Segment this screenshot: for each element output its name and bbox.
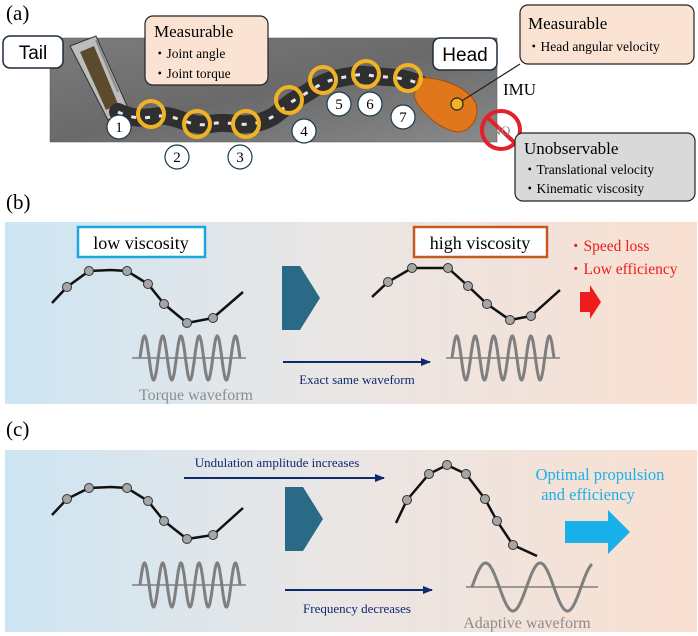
high-viscosity-box [412,225,549,259]
snake-left-c [51,483,244,544]
effect-speed-loss: ・Speed loss [568,238,649,255]
low-viscosity-label: low viscosity [93,233,189,253]
photo-frame [49,37,498,143]
snake-right-c [394,460,538,558]
unobservable-title: Unobservable [524,139,618,158]
adaptive-caption: Adaptive waveform [463,615,591,632]
joint-label-6: 6 [366,97,374,113]
panel-c-label: (c) [6,417,29,441]
measurable-left-item-2: ・Joint torque [153,66,231,81]
high-viscosity-label: high viscosity [430,233,531,253]
red-arrow-icon [580,285,601,319]
joint-ring-2 [182,109,212,139]
joint-labels: 1 2 3 4 5 6 7 [106,91,416,170]
imu-dot [450,97,464,111]
amplitude-caption: Undulation amplitude increases [195,455,360,470]
transition-arrow-b [282,266,320,330]
joint-label-5: 5 [335,97,343,113]
torque-wave-left-c [138,561,242,609]
joint-ring-1 [136,99,166,129]
adaptive-wave [470,561,593,613]
same-waveform-caption: Exact same waveform [299,372,415,387]
head-label: Head [442,45,487,66]
joint-label-3: 3 [236,150,244,166]
joint-label-1: 1 [115,120,123,136]
robot-head [413,77,478,133]
frequency-caption: Frequency decreases [303,601,411,616]
joint-label-2: 2 [173,150,181,166]
panel-a-label: (a) [6,1,29,25]
joint-label-4: 4 [300,124,308,140]
transition-arrow-c [285,487,323,551]
unobservable-box [514,132,696,202]
head-label-box [432,37,498,71]
tail-label-box [2,35,64,69]
tail-label: Tail [19,43,48,64]
snake-left-b [51,266,244,328]
joint-markers [136,59,423,139]
no-sign-icon: NO [480,109,522,151]
measurable-left-title: Measurable [154,22,233,41]
joint-ring-6 [351,59,381,89]
torque-caption: Torque waveform [139,387,254,404]
joint-ring-4 [274,85,304,115]
panel-a: (a) 1 [2,1,696,202]
outcome-line-1: Optimal propulsion [536,465,665,484]
joint-ring-5 [308,65,338,95]
measurable-left-item-1: ・Joint angle [153,46,225,61]
panel-b: (b) low viscosity high viscosity [5,190,697,404]
effect-low-efficiency: ・Low efficiency [568,261,678,278]
cyan-arrow-icon [565,510,630,554]
imu-label: IMU [503,80,536,99]
torque-wave-left [138,334,242,382]
joint-ring-7 [393,63,423,93]
no-label: NO [492,123,511,138]
unobservable-item-2: ・Kinematic viscosity [523,181,644,196]
unobservable-item-1: ・Translational velocity [523,162,654,177]
torque-wave-right [450,334,556,382]
measurable-right-item-1: ・Head angular velocity [527,39,660,54]
imu-leader-line [456,63,521,105]
panel-c: (c) Undulation amplitude incre [5,417,697,632]
tail-module [69,35,129,121]
joint-ring-3 [231,109,261,139]
panel-b-label: (b) [6,190,31,214]
measurable-right-box [519,4,695,65]
joint-label-7: 7 [399,110,407,126]
measurable-right-title: Measurable [528,14,607,33]
snake-right-b [371,263,561,325]
outcome-line-2: and efficiency [541,485,635,504]
low-viscosity-box [76,225,207,259]
measurable-left-box [144,15,269,86]
